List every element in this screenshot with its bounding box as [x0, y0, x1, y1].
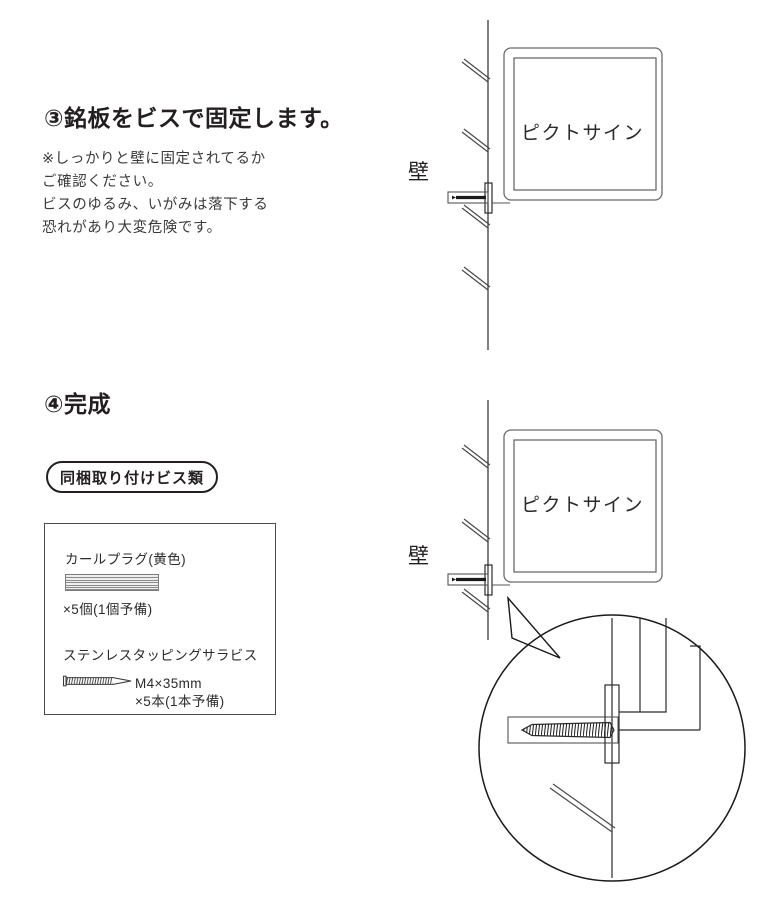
- ribbed-plug-icon: [65, 574, 159, 591]
- note-line: ご確認ください。: [42, 174, 163, 190]
- sign-outer-frame: [503, 429, 663, 583]
- detail-mount-plate: [604, 684, 620, 764]
- part-quantity-plug: ×5個(1個予備): [63, 602, 153, 617]
- detail-frame-step: [619, 618, 667, 713]
- plug-channel: [447, 573, 489, 586]
- screw-tip: [452, 577, 456, 582]
- step-3-heading: ③銘板をビスで固定します。: [44, 105, 344, 131]
- sign-label: ピクトサイン: [521, 495, 645, 516]
- part-spec-screw: M4×35mm ×5本(1本予備): [135, 675, 225, 711]
- note-line: ※しっかりと壁に固定されてるか: [42, 151, 266, 167]
- diagram-step-3: [447, 20, 663, 350]
- screw-quantity: ×5本(1本予備): [135, 694, 225, 709]
- sign-outer-frame: [503, 47, 663, 201]
- detail-plug-channel: [507, 716, 619, 744]
- part-name-screw: ステンレスタッピングサラビス: [63, 648, 258, 663]
- screw-icon: [63, 675, 132, 687]
- wall-hatch-group: [461, 58, 491, 291]
- detail-callout-leader: [507, 595, 561, 659]
- parts-list-box: カールプラグ(黄色) ×5個(1個予備) ステンレスタッピングサラビス M4×3…: [44, 523, 276, 715]
- detail-wall-hatch: [549, 783, 616, 833]
- wall-label: 壁: [408, 545, 430, 568]
- magnified-detail-view: [478, 614, 746, 882]
- sign-inner-panel: [513, 57, 657, 191]
- screw-tip: [452, 195, 456, 200]
- wall-label: 壁: [408, 161, 430, 184]
- detail-frame-edge: [690, 645, 701, 730]
- sign-inner-panel: [513, 439, 657, 573]
- note-line: ビスのゆるみ、いがみは落下する: [42, 197, 269, 213]
- step-4-heading: ④完成: [44, 391, 111, 417]
- note-line: 恐れがあり大変危険です。: [42, 220, 222, 236]
- wall-hatch-group: [461, 444, 491, 613]
- parts-pill-label: 同梱取り付けビス類: [46, 461, 218, 493]
- detail-screw: [520, 721, 615, 739]
- part-name-plug: カールプラグ(黄色): [65, 552, 186, 567]
- diagram-step-4: [447, 400, 746, 882]
- step-3-notes: ※しっかりと壁に固定されてるか ご確認ください。 ビスのゆるみ、いがみは落下する…: [42, 148, 269, 240]
- sign-label: ピクトサイン: [521, 123, 645, 144]
- plug-channel: [447, 191, 489, 204]
- screw-size: M4×35mm: [135, 676, 202, 691]
